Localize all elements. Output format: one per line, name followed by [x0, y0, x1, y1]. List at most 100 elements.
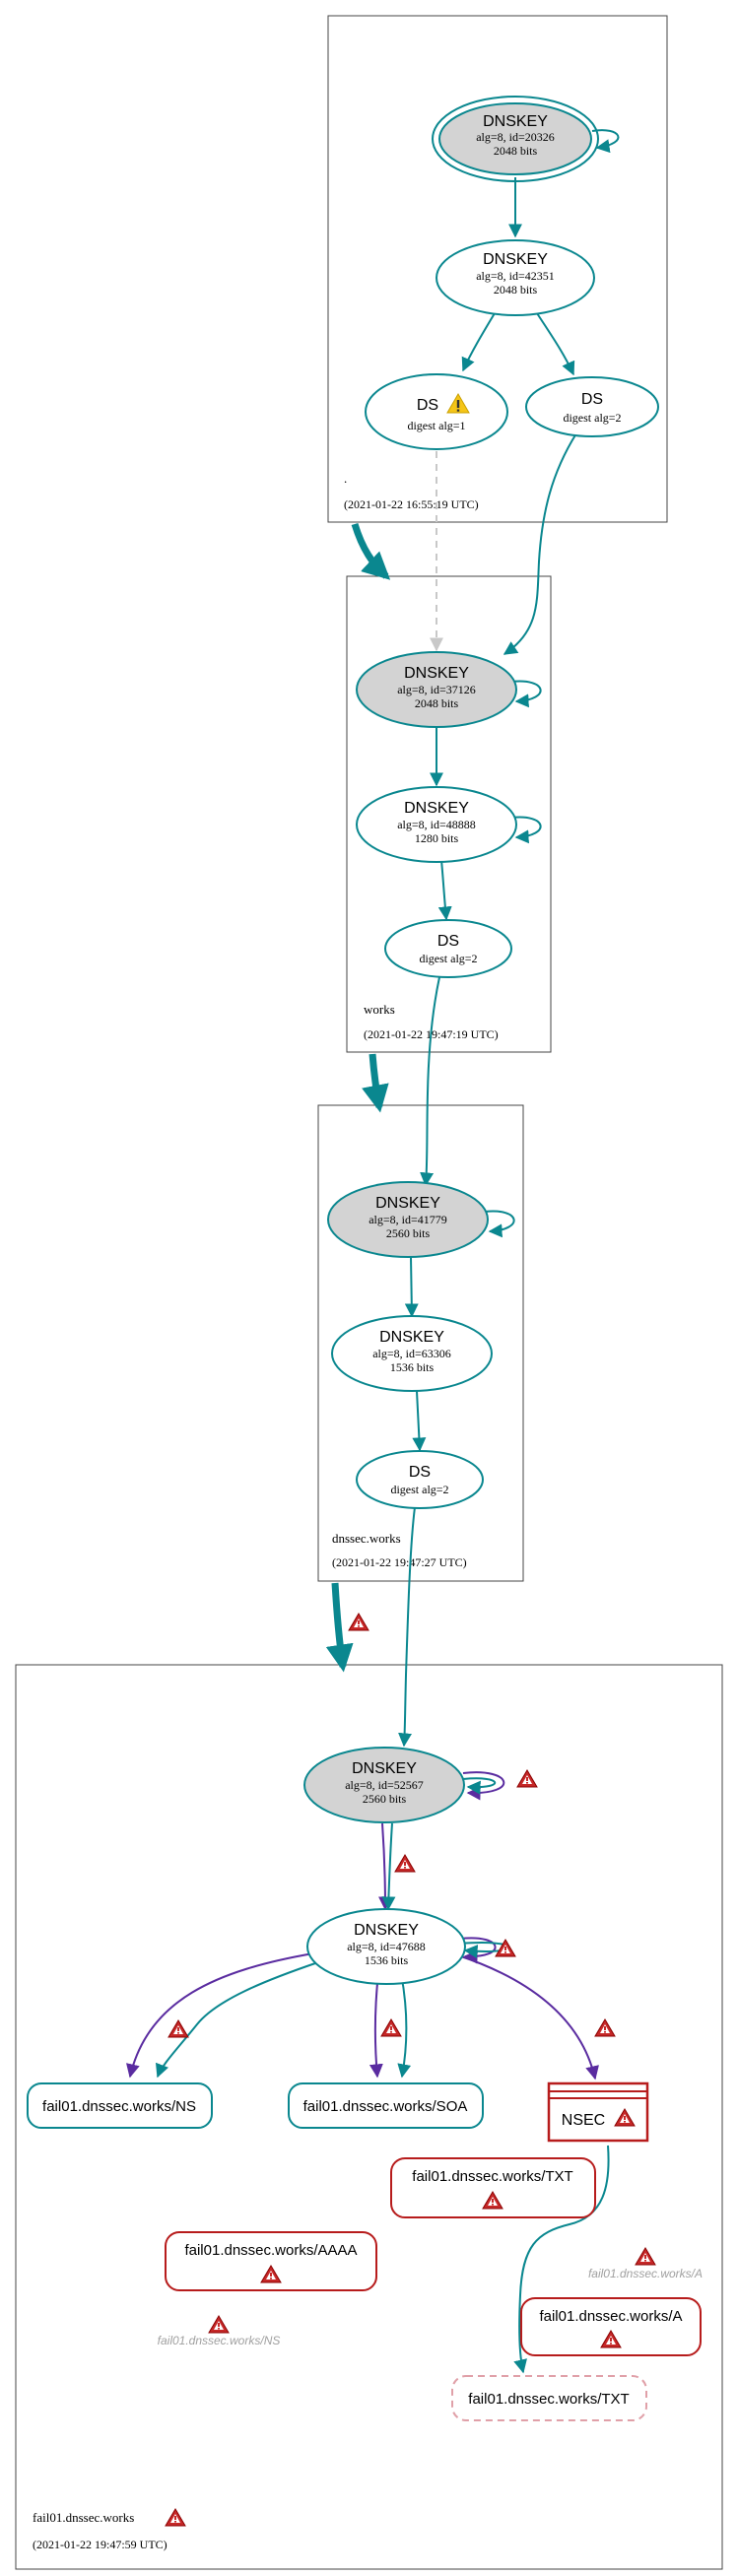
faded-error-ns: fail01.dnssec.works/NS [158, 2315, 281, 2347]
edge-dnssec-ksk-zsk [404, 1256, 419, 1318]
edge-dnssec-zsk-ds [412, 1390, 427, 1452]
node-detail: 1536 bits [390, 1360, 435, 1374]
node-detail: 2048 bits [494, 144, 538, 158]
zone-name-fail01: fail01.dnssec.works [33, 2510, 134, 2525]
node-detail: alg=8, id=63306 [372, 1347, 451, 1360]
node-title: DS [417, 397, 438, 414]
node-title: DNSKEY [483, 113, 548, 130]
rrset-a[interactable]: fail01.dnssec.works/A [520, 2297, 702, 2356]
node-title: DNSKEY [375, 1195, 440, 1212]
dnskey-node-works-ksk[interactable]: DNSKEY alg=8, id=37126 2048 bits [356, 651, 517, 728]
error-triangle-icon [516, 1769, 538, 1788]
ds-node-root-alg1[interactable]: DS digest alg=1 [365, 373, 508, 450]
dnskey-node-root-ksk[interactable]: DNSKEY alg=8, id=20326 2048 bits [432, 96, 599, 182]
node-detail: 1280 bits [415, 831, 459, 845]
rrset-label: fail01.dnssec.works/SOA [303, 2098, 468, 2115]
nsec-label: NSEC [562, 2112, 605, 2129]
node-detail: 2560 bits [386, 1226, 431, 1240]
error-triangle-icon [380, 2018, 402, 2037]
rrset-label: fail01.dnssec.works/TXT [468, 2391, 629, 2408]
zone-timestamp-root: (2021-01-22 16:55:19 UTC) [344, 497, 479, 511]
node-detail: alg=8, id=47688 [347, 1940, 426, 1953]
delegation-arrow-dnssec-fail01 [325, 1582, 354, 1673]
error-triangle-icon [495, 1939, 516, 1957]
zone-name-dnssec: dnssec.works [332, 1531, 401, 1546]
edge-works-ds-dnssec-ksk [420, 976, 440, 1187]
node-title: DNSKEY [404, 800, 469, 817]
self-loop-works-zsk [510, 816, 542, 844]
dnskey-node-root-zsk[interactable]: DNSKEY alg=8, id=42351 2048 bits [436, 239, 595, 316]
dnskey-node-dnssec-zsk[interactable]: DNSKEY alg=8, id=63306 1536 bits [331, 1315, 493, 1392]
node-detail: alg=8, id=41779 [369, 1213, 447, 1226]
edge-fail-ksk-zsk [381, 1822, 396, 1911]
dnskey-node-fail-ksk[interactable]: DNSKEY alg=8, id=52567 2560 bits [303, 1747, 465, 1823]
error-triangle-icon [168, 2019, 189, 2038]
nsec-node[interactable]: NSEC [547, 2081, 649, 2143]
node-detail: digest alg=2 [419, 952, 477, 965]
zone-name-root: . [344, 471, 347, 486]
node-detail: alg=8, id=52567 [345, 1778, 424, 1792]
zone-box-dnssec [317, 1104, 524, 1582]
error-triangle-icon [594, 2018, 616, 2037]
ds-node-root-alg2[interactable]: DS digest alg=2 [525, 376, 659, 437]
rrset-soa[interactable]: fail01.dnssec.works/SOA [288, 2082, 484, 2129]
edge-dnssec-ds-fail-ksk [398, 1506, 416, 1748]
node-title: DNSKEY [352, 1760, 417, 1777]
error-triangle-icon [635, 2247, 656, 2266]
edge-fail-ksk-zsk-rrsig [377, 1822, 392, 1911]
edge-fail-zsk-soa [397, 1972, 412, 2079]
node-detail: digest alg=1 [407, 419, 465, 432]
rrset-ns[interactable]: fail01.dnssec.works/NS [27, 2082, 213, 2129]
node-title: DS [437, 933, 459, 950]
self-loop-root-ksk [591, 129, 620, 154]
self-loop-fail-ksk-rrsig [462, 1771, 505, 1801]
edge-fail-zsk-nsec-rrsig [457, 1954, 599, 2081]
zone-box-root [327, 15, 668, 523]
faded-label: fail01.dnssec.works/NS [158, 2334, 281, 2347]
node-detail: alg=8, id=20326 [476, 130, 555, 144]
dnskey-node-dnssec-ksk[interactable]: DNSKEY alg=8, id=41779 2560 bits [327, 1181, 489, 1258]
faded-error-a: fail01.dnssec.works/A [588, 2247, 703, 2280]
edge-fail-zsk-ns [155, 1961, 319, 2079]
error-triangle-icon [394, 1854, 416, 1873]
error-triangle-icon [165, 2508, 186, 2527]
rrset-label: fail01.dnssec.works/NS [42, 2098, 196, 2115]
self-loop-works-ksk [510, 680, 542, 708]
node-title: DS [409, 1464, 431, 1481]
zone-box-works [346, 575, 552, 1053]
node-title: DNSKEY [379, 1329, 444, 1346]
zone-timestamp-dnssec: (2021-01-22 19:47:27 UTC) [332, 1555, 467, 1569]
rrset-txt-nonexistent[interactable]: fail01.dnssec.works/TXT [451, 2375, 647, 2421]
node-detail: 1536 bits [365, 1953, 409, 1967]
error-triangle-icon [208, 2315, 230, 2334]
zone-name-works: works [364, 1002, 395, 1017]
self-loop-fail-ksk [462, 1777, 497, 1795]
node-title: DNSKEY [354, 1922, 419, 1939]
edge-fail-zsk-soa-rrsig [369, 1972, 383, 2079]
edge-nsec-txt [513, 2145, 610, 2374]
ds-node-dnssec[interactable]: DS digest alg=2 [356, 1450, 484, 1509]
ds-node-works[interactable]: DS digest alg=2 [384, 919, 512, 978]
delegation-arrow-works-dnssec [362, 1053, 389, 1113]
dnskey-node-fail-zsk[interactable]: DNSKEY alg=8, id=47688 1536 bits [306, 1908, 466, 1985]
rrset-txt[interactable]: fail01.dnssec.works/TXT [390, 2157, 596, 2218]
edge-works-zsk-ds [437, 859, 452, 921]
node-detail: 2048 bits [415, 696, 459, 710]
node-title: DNSKEY [404, 665, 469, 682]
edge-root-ds2-works-ksk [503, 432, 577, 655]
edge-root-zsk-ds1 [461, 312, 496, 372]
node-detail: alg=8, id=42351 [476, 269, 555, 283]
rrset-aaaa[interactable]: fail01.dnssec.works/AAAA [165, 2231, 377, 2291]
node-detail: digest alg=2 [563, 411, 621, 425]
edge-root-zsk-ds2 [536, 312, 575, 376]
rrset-label: fail01.dnssec.works/TXT [412, 2168, 572, 2185]
edge-fail-zsk-ns-rrsig [126, 1952, 314, 2079]
node-title: DS [581, 391, 603, 408]
rrset-label: fail01.dnssec.works/A [539, 2308, 682, 2325]
dnskey-node-works-zsk[interactable]: DNSKEY alg=8, id=48888 1280 bits [356, 786, 517, 863]
node-title: DNSKEY [483, 251, 548, 268]
node-detail: alg=8, id=37126 [397, 683, 476, 696]
node-detail: digest alg=2 [390, 1483, 448, 1496]
self-loop-dnssec-ksk [484, 1210, 515, 1238]
